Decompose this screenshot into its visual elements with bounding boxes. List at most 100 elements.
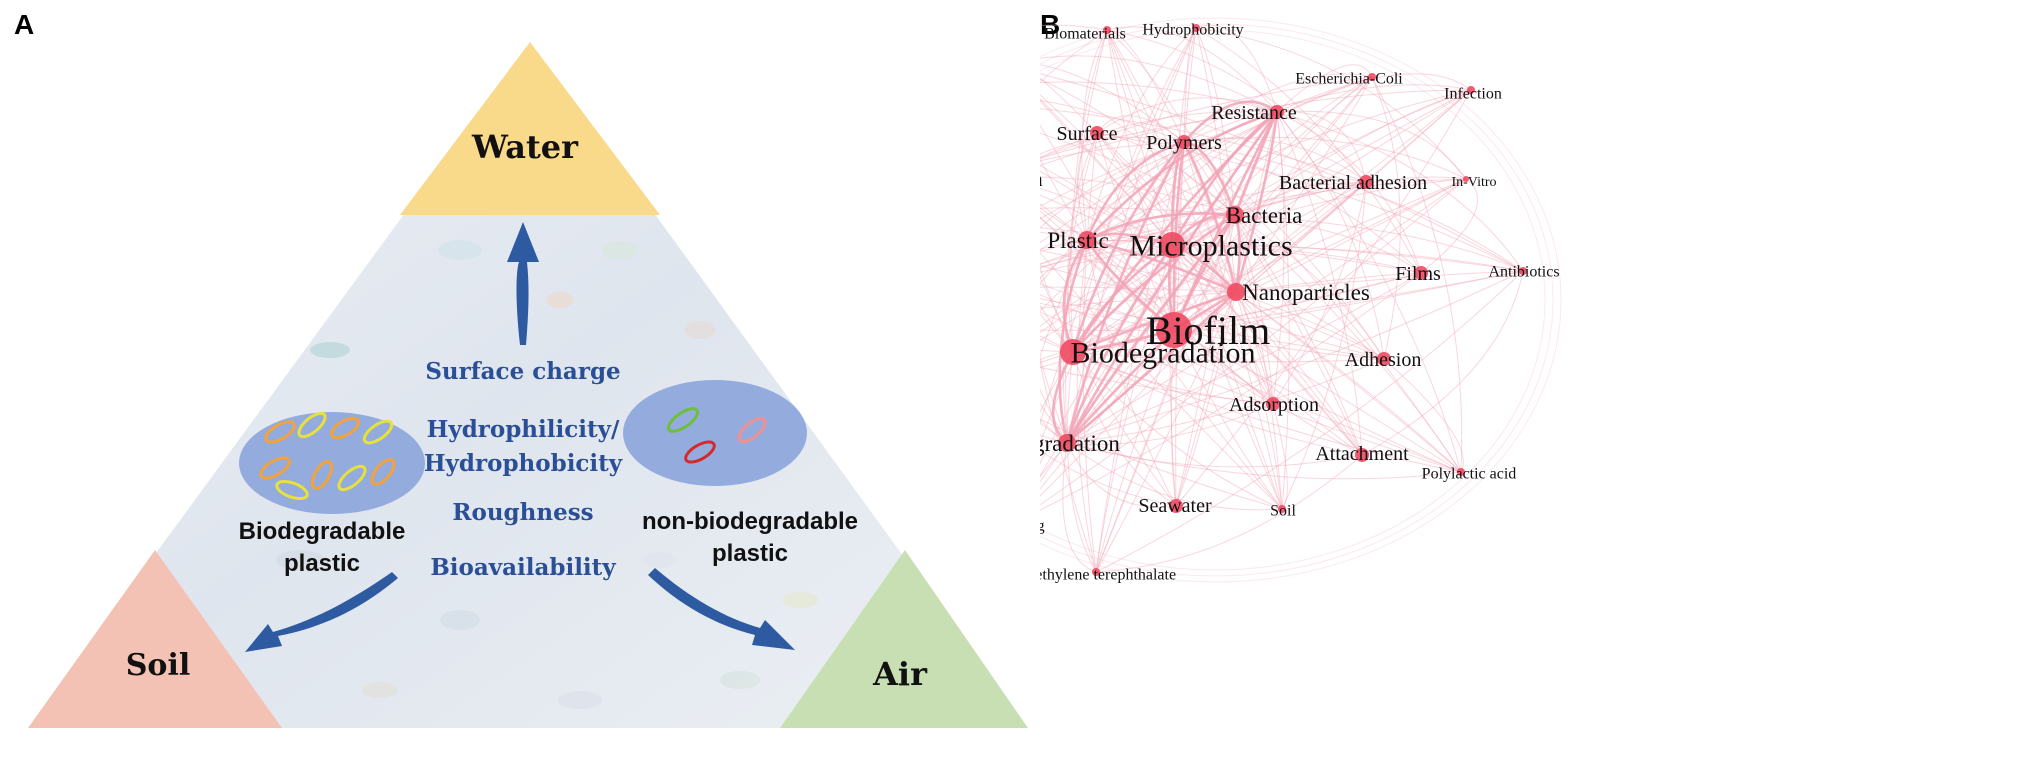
network-edge — [1040, 108, 1367, 183]
network-edge — [1106, 29, 1185, 143]
network-edge — [1183, 100, 1278, 143]
network-edge — [1173, 270, 1524, 331]
keyword-node — [1278, 505, 1286, 513]
network-edge — [1173, 329, 1462, 473]
keyword-node — [1090, 126, 1104, 140]
network-edge — [1183, 84, 1472, 143]
keyword-node — [1359, 175, 1373, 189]
keyword-label: Colonization — [1040, 169, 1043, 191]
network-edge — [1096, 132, 1173, 246]
network-edge — [1095, 454, 1363, 573]
keyword-label: Escherichia-Coli — [1295, 71, 1403, 88]
property-roughness: Roughness — [452, 499, 593, 526]
network-edge — [1183, 136, 1467, 180]
network-edge — [1086, 110, 1278, 241]
network-edge — [1066, 351, 1097, 573]
network-edge — [1086, 238, 1237, 294]
network-edge — [1040, 89, 1472, 341]
network-edge — [1040, 73, 1524, 272]
network-edge — [1066, 442, 1283, 511]
network-edge — [1171, 244, 1363, 456]
network-edge — [1235, 291, 1274, 405]
network-edge — [1171, 76, 1373, 246]
network-edge — [1095, 214, 1236, 573]
network-edge — [1040, 442, 1068, 478]
network-edge — [1095, 270, 1524, 573]
network-edge — [1106, 29, 1274, 405]
keyword-node — [1270, 105, 1284, 119]
network-edge — [1106, 29, 1237, 293]
keyword-node — [1058, 434, 1076, 452]
keyword-node — [1368, 73, 1376, 81]
keyword-node — [1156, 312, 1192, 348]
network-edge — [1066, 403, 1274, 445]
network-edge — [1067, 132, 1098, 353]
network-edge — [1173, 329, 1385, 360]
network-edge — [1040, 239, 1088, 250]
network-edge — [1086, 27, 1197, 241]
network-edge — [1276, 111, 1367, 183]
air-label: Air — [872, 655, 928, 693]
network-edge — [1169, 244, 1177, 507]
network-outer-edge-ring — [1040, 17, 1562, 583]
network-edge — [1183, 141, 1524, 272]
network-edge — [1040, 329, 1175, 490]
network-edge — [1072, 27, 1197, 353]
network-edge — [1040, 338, 1074, 353]
network-edge — [1040, 78, 1236, 216]
property-hydrophobicity: Hydrophobicity — [424, 450, 623, 477]
network-edge — [1235, 181, 1367, 293]
network-edge — [1276, 111, 1363, 456]
network-edge — [1040, 203, 1088, 241]
network-edge — [1183, 73, 1373, 143]
network-edge — [1072, 178, 1467, 353]
network-edge — [1183, 141, 1462, 473]
keyword-node — [1192, 24, 1200, 32]
network-edges — [1040, 17, 1562, 583]
keyword-label: Biomaterials — [1044, 26, 1126, 43]
network-edge — [1065, 29, 1108, 444]
arrow-to-air — [648, 568, 795, 650]
network-edge — [1171, 244, 1462, 473]
keyword-label: Bacterial adhesion — [1279, 172, 1427, 194]
water-label: Water — [471, 128, 579, 166]
network-edge — [1040, 227, 1173, 246]
network-edge — [1040, 355, 1068, 444]
network-edge — [1040, 214, 1236, 265]
network-edge — [1040, 141, 1185, 229]
keyword-node — [1355, 448, 1369, 462]
network-edge — [1195, 24, 1278, 113]
network-edge — [1072, 213, 1236, 353]
network-edge — [1106, 26, 1278, 113]
network-edge — [1276, 111, 1385, 360]
network-nodes — [1058, 24, 1527, 576]
soil-label: Soil — [126, 648, 190, 683]
network-edge — [1096, 132, 1237, 293]
network-edge — [1040, 440, 1068, 444]
network-edge — [1076, 239, 1097, 573]
arrow-to-water — [507, 222, 539, 345]
network-edge — [1040, 264, 1385, 360]
network-edge — [1276, 111, 1290, 510]
network-edge — [1040, 207, 1236, 216]
network-edge — [1171, 244, 1283, 510]
network-edge — [1371, 76, 1463, 473]
biodegradable-bacteria-icons — [259, 411, 396, 501]
soil-triangle — [28, 550, 282, 728]
network-edge — [1276, 73, 1472, 113]
network-edge — [1234, 214, 1462, 473]
network-edge — [1040, 231, 1088, 241]
arrow-to-soil — [245, 572, 398, 652]
network-edge — [1086, 181, 1367, 241]
network-edge — [1171, 181, 1367, 246]
network-edge — [1040, 136, 1185, 155]
network-edge — [1234, 214, 1422, 274]
network-edge — [1171, 178, 1467, 246]
network-edge — [1173, 329, 1283, 510]
network-edge — [1072, 272, 1422, 353]
network-edge — [1234, 111, 1279, 293]
keyword-label: Plastic — [1047, 228, 1108, 253]
keyword-node — [1467, 86, 1475, 94]
network-edge — [1172, 141, 1186, 331]
network-outer-edge-ring — [1040, 23, 1554, 577]
